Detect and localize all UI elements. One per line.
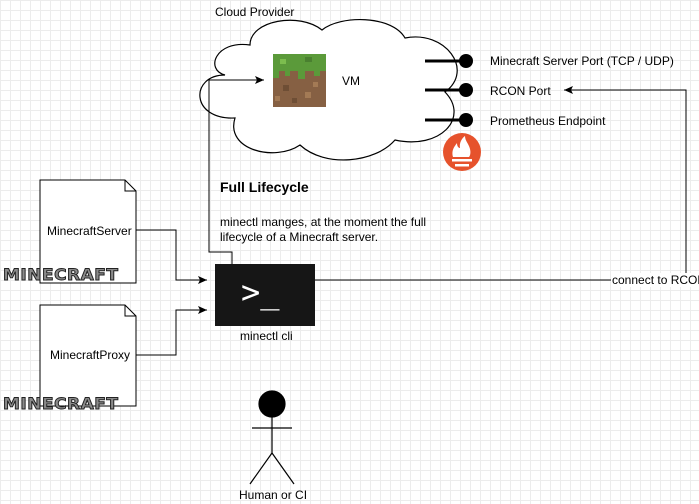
minecraft-logo-text: MINECRAFT xyxy=(3,394,119,414)
prometheus-endpoint-label: Prometheus Endpoint xyxy=(490,114,606,128)
document-minecraftserver xyxy=(39,179,137,284)
connect-rcon-label: connect to RCON xyxy=(611,273,699,287)
port-pin-prometheus xyxy=(425,113,473,127)
cloud-shape xyxy=(199,18,458,161)
document-minecraftproxy xyxy=(39,304,137,407)
cloud-provider-label: Cloud Provider xyxy=(215,5,295,19)
minecraft-logo-proxy: MINECRAFT xyxy=(3,394,119,414)
terminal-prompt: >_ xyxy=(241,273,280,311)
edge-server-to-cli xyxy=(136,229,207,284)
minecraft-logo-text: MINECRAFT xyxy=(3,265,119,285)
lifecycle-title: Full Lifecycle xyxy=(220,179,309,195)
lifecycle-description: minectl manges, at the moment the full l… xyxy=(220,215,427,244)
edge-cli-to-rcon xyxy=(315,86,687,281)
cli-terminal xyxy=(215,264,315,326)
minecraft-logo-server: MINECRAFT xyxy=(3,265,119,285)
port-pin-rcon xyxy=(425,83,473,97)
port-pin-minecraft xyxy=(425,54,473,68)
document-minecraftproxy-label: MinecraftProxy xyxy=(50,348,131,362)
document-minecraftserver-label: MinecraftServer xyxy=(47,224,132,238)
prometheus-icon xyxy=(443,133,481,171)
edge-cli-to-vm xyxy=(208,76,264,264)
cli-label: minectl cli xyxy=(240,329,293,343)
rcon-port-label: RCON Port xyxy=(490,84,551,98)
vm-label: VM xyxy=(342,74,360,88)
human-actor-icon xyxy=(249,390,295,485)
minecraft-grass-block-icon xyxy=(273,54,326,107)
minecraft-port-label: Minecraft Server Port (TCP / UDP) xyxy=(490,54,674,68)
actor-label: Human or CI xyxy=(239,488,308,502)
edge-proxy-to-cli xyxy=(136,306,207,356)
